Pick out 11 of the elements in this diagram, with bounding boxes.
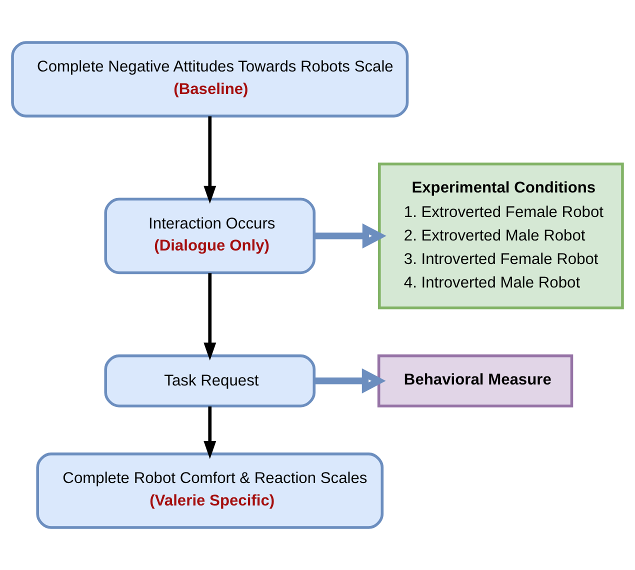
node-box: Complete Robot Comfort & Reaction Scales (Valerie Specific) [36,452,384,529]
arrow [314,368,386,394]
arrow [314,223,386,248]
node-box: Behavioral Measure [377,354,574,408]
arrow [204,116,216,204]
node-box: Complete Negative Attitudes Towards Robots Scale (Baseline) [11,41,409,118]
node-box: Interaction Occurs (Dialogue Only) [104,198,316,274]
arrow [204,273,216,361]
node-box: Task Request [104,354,316,408]
node-box: Experimental Conditions 1. Extroverted Female Robot 2. Extroverted Male Robot 3. Introverted Female Robot 4. Introverted Male Robot [378,162,624,310]
arrow [204,406,216,459]
